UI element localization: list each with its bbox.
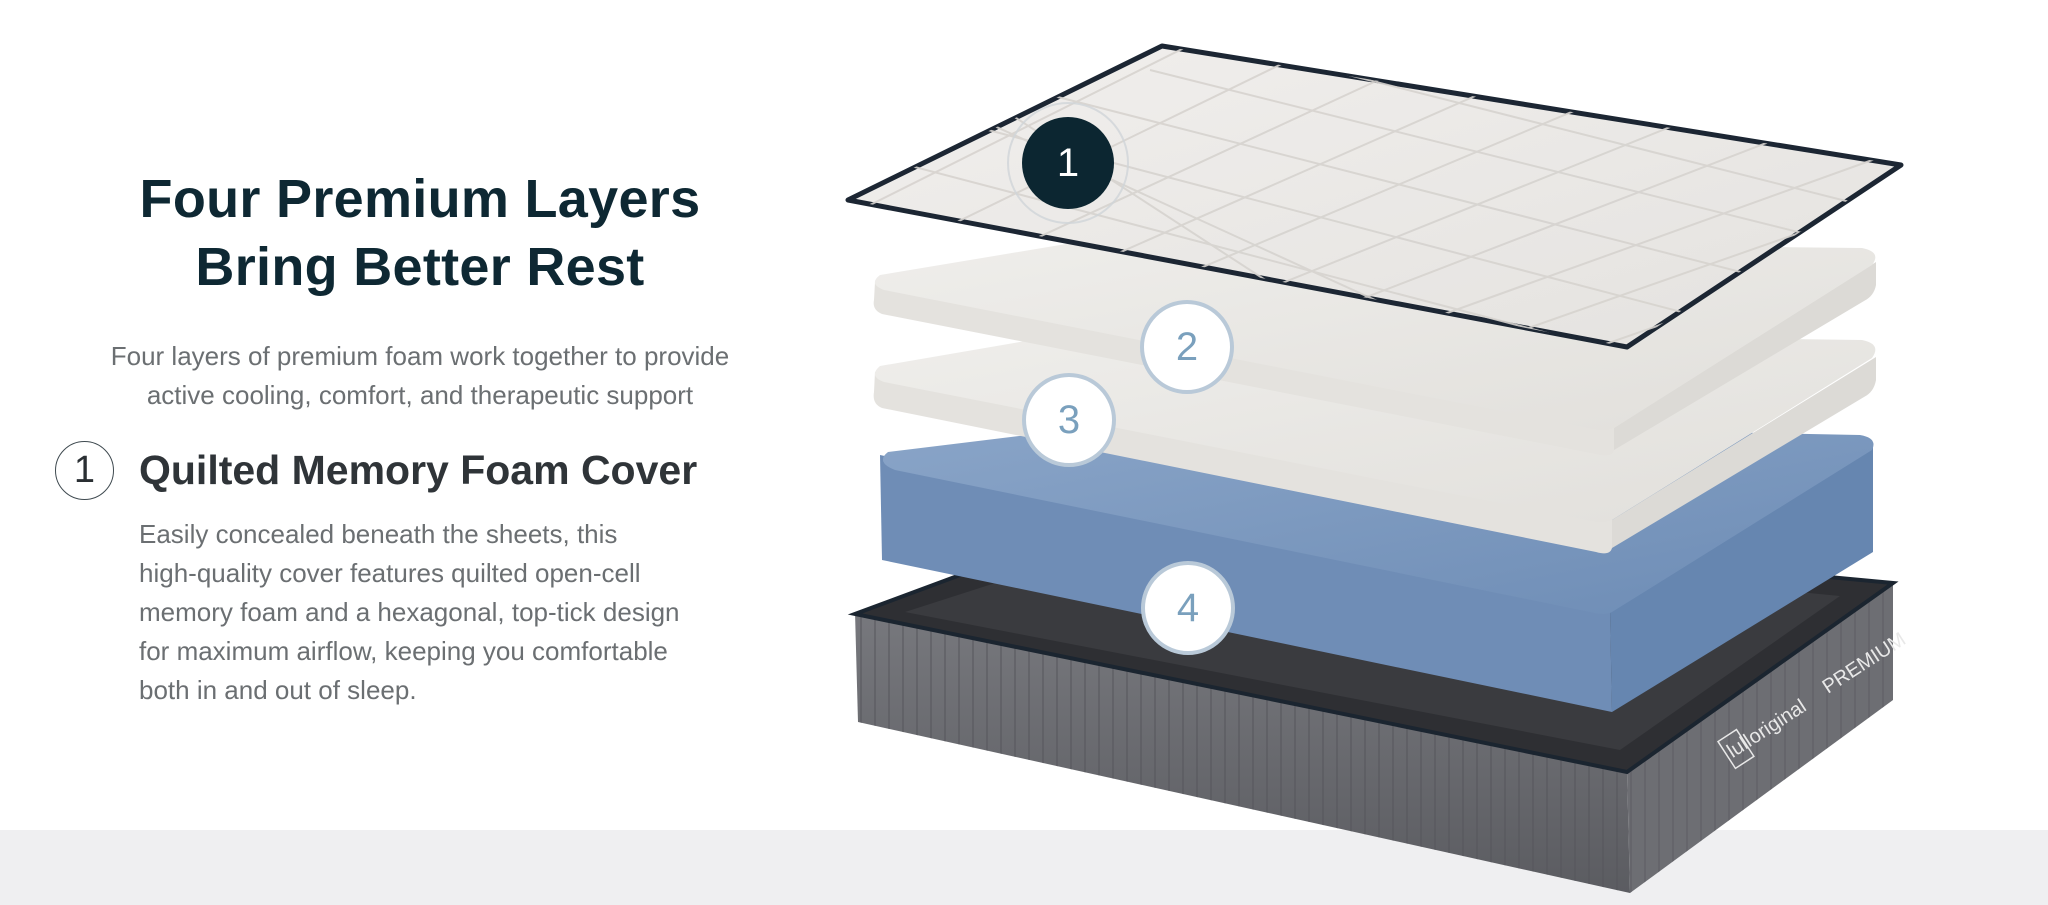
feature-block: 1 Quilted Memory Foam Cover Easily conce…	[55, 441, 785, 710]
feature-number-badge: 1	[55, 441, 114, 500]
feature-description-line: for maximum airflow, keeping you comfort…	[139, 636, 668, 666]
headline-line-1: Four Premium Layers	[139, 169, 701, 229]
support-side-face	[1614, 262, 1876, 450]
marker-4-dot	[1141, 561, 1235, 655]
intro-text: Four layers of premium foam work togethe…	[55, 337, 785, 415]
marker-2-dot	[1140, 300, 1234, 394]
marker-1-halo	[1007, 102, 1129, 224]
feature-description-line: both in and out of sleep.	[139, 675, 417, 705]
layers-info-panel: Four Premium Layers Bring Better Rest Fo…	[55, 165, 785, 710]
layer-marker-4[interactable]: 4	[1141, 561, 1235, 655]
blue-side-face	[1610, 445, 1873, 712]
comfort-side-face	[1612, 357, 1876, 548]
marker-3-dot	[1022, 373, 1116, 467]
base-side-ribs	[1627, 585, 1893, 893]
brand-logo-box	[1716, 728, 1755, 770]
feature-description-line: Easily concealed beneath the sheets, thi…	[139, 519, 618, 549]
feature-title: Quilted Memory Foam Cover	[139, 447, 698, 493]
feature-description-line: memory foam and a hexagonal, top-tick de…	[139, 597, 680, 627]
marker-4-label: 4	[1177, 586, 1199, 630]
intro-line-2: active cooling, comfort, and therapeutic…	[146, 380, 694, 410]
bottom-band	[0, 830, 2048, 905]
marker-3-label: 3	[1058, 398, 1080, 442]
feature-description: Easily concealed beneath the sheets, thi…	[139, 515, 785, 710]
feature-description-line: high-quality cover features quilted open…	[139, 558, 641, 588]
marker-2-label: 2	[1176, 325, 1198, 369]
support-front-face	[873, 282, 1614, 456]
marker-1-dot	[1022, 117, 1114, 209]
base-front-ribs	[855, 612, 1630, 893]
layer-marker-1[interactable]: 1	[1007, 102, 1129, 224]
layer-marker-2[interactable]: 2	[1140, 300, 1234, 394]
intro-line-1: Four layers of premium foam work togethe…	[110, 341, 730, 371]
layer-marker-3[interactable]: 3	[1022, 373, 1116, 467]
section-headline: Four Premium Layers Bring Better Rest	[55, 165, 785, 301]
blue-front-face	[880, 455, 1612, 712]
marker-1-label: 1	[1057, 141, 1079, 185]
mattress-exploded-view: lull original PREMIUM	[845, 43, 1910, 893]
headline-line-2: Bring Better Rest	[195, 237, 645, 297]
mattress-layers-illustration: lull original PREMIUM	[830, 30, 1940, 900]
